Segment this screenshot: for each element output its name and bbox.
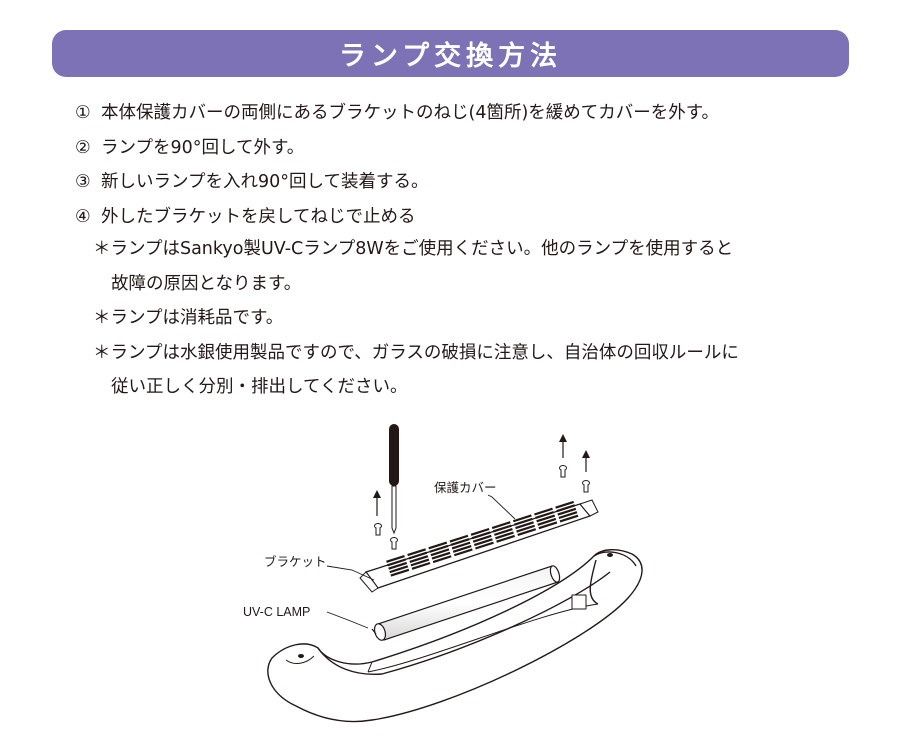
arrow-up-icon <box>582 450 590 472</box>
arrow-up-icon <box>373 490 381 516</box>
screw-icon <box>390 537 398 550</box>
grille-slot <box>538 521 558 530</box>
body-screw-hole-icon <box>298 654 304 658</box>
grille-slot <box>555 500 575 509</box>
note-line-continued: 故障の原因となります。 <box>111 273 302 294</box>
grille-slot <box>534 507 553 516</box>
grille-slot <box>449 534 469 543</box>
step-text: ランプを90°回して外す。 <box>101 137 305 158</box>
grille-slot <box>431 551 451 560</box>
grille-slot <box>556 504 576 513</box>
step-text: 外したブラケットを戻してねじで止める <box>101 206 416 227</box>
grille-slot <box>472 534 492 543</box>
uv-c-lamp <box>371 565 561 641</box>
step-1: ① 本体保護カバーの両側にあるブラケットのねじ(4箇所)を緩めてカバーを外す。 <box>75 96 875 131</box>
grille-slot <box>390 568 410 577</box>
step-2: ② ランプを90°回して外す。 <box>75 131 875 166</box>
grille-slot <box>407 548 427 557</box>
grille-slot <box>452 544 472 553</box>
grille-slot <box>558 511 578 520</box>
grille-slot <box>557 507 577 516</box>
grille-slot <box>386 555 405 563</box>
grille-slot <box>389 565 409 574</box>
grille-slot <box>516 524 536 533</box>
fixture-body <box>267 549 643 723</box>
notes-list: ＊ランプはSankyo製UV-Cランプ8Wをご使用ください。他のランプを使用する… <box>93 232 883 405</box>
body-screw-hole-icon <box>607 553 613 557</box>
screwdriver-icon <box>389 424 399 535</box>
lamp-replacement-diagram: 保護カバー ブラケット UV-C LAMP <box>243 424 643 723</box>
step-4: ④ 外したブラケットを戻してねじで止める <box>75 200 875 235</box>
label-protective-cover: 保護カバー <box>434 480 497 495</box>
note-line: ＊ランプは消耗品です。 <box>93 308 284 328</box>
step-3: ③ 新しいランプを入れ90°回して装着する。 <box>75 165 875 200</box>
note-consumable: ＊ランプは消耗品です。 <box>93 301 883 336</box>
grille-slot <box>492 524 512 533</box>
label-bracket: ブラケット <box>264 554 327 569</box>
grille-slot <box>475 541 494 550</box>
screw-icon <box>582 480 590 493</box>
grille-slot <box>495 531 514 540</box>
step-text: 本体保護カバーの両側にあるブラケットのねじ(4箇所)を緩めてカバーを外す。 <box>101 103 720 123</box>
screw-icon <box>374 523 382 536</box>
grille-slot <box>409 555 429 563</box>
note-lamp-spec: ＊ランプはSankyo製UV-Cランプ8Wをご使用ください。他のランプを使用する… <box>93 232 883 301</box>
step-text: 新しいランプを入れ90°回して装着する。 <box>101 172 429 192</box>
instruction-steps: ① 本体保護カバーの両側にあるブラケットのねじ(4箇所)を緩めてカバーを外す。 ②… <box>75 96 875 234</box>
grille-slot <box>432 555 452 564</box>
grille-slot <box>430 548 450 557</box>
page-title: ランプ交換方法 <box>338 41 563 72</box>
grille-slot <box>473 538 493 547</box>
grille-slot <box>535 511 554 519</box>
step-number: ③ <box>75 172 91 192</box>
note-line-continued: 従い正しく分別・排出してください。 <box>111 377 408 397</box>
grille-slot <box>450 538 470 547</box>
grille-slot <box>496 534 515 543</box>
grille-slot <box>514 517 533 526</box>
grille-slot <box>410 558 430 567</box>
label-uv-c-lamp: UV-C LAMP <box>243 605 310 619</box>
grille-slot <box>515 521 534 530</box>
grille-slot <box>537 517 557 526</box>
grille-slot <box>491 521 511 530</box>
leader-lines <box>326 494 516 629</box>
grille-slot <box>428 541 448 550</box>
grille-slot <box>387 558 406 567</box>
grille-slot <box>517 528 537 537</box>
grille-slot <box>512 514 532 523</box>
step-number: ④ <box>75 206 91 227</box>
grille-slot <box>388 561 408 570</box>
grille-slot <box>411 561 431 570</box>
grille-slot <box>559 514 579 523</box>
grille-slot <box>470 527 490 536</box>
note-mercury-disposal: ＊ランプは水銀使用製品ですので、ガラスの破損に注意し、自治体の回収ルールに 従い… <box>93 336 883 405</box>
grille-slot <box>536 514 556 523</box>
grille-slot <box>429 544 449 553</box>
step-number: ② <box>75 137 91 158</box>
title-banner: ランプ交換方法 <box>52 30 849 77</box>
step-number: ① <box>75 103 91 123</box>
grille-slot <box>494 528 513 536</box>
note-line: ＊ランプは水銀使用製品ですので、ガラスの破損に注意し、自治体の回収ルールに <box>93 342 739 363</box>
grille-slot <box>408 551 428 560</box>
screw-icon <box>559 465 567 478</box>
grille-slot <box>471 531 491 540</box>
protective-cover <box>359 499 599 593</box>
grille-slot <box>451 541 471 550</box>
note-line: ＊ランプはSankyo製UV-Cランプ8Wをご使用ください。他のランプを使用する… <box>93 239 734 259</box>
arrow-up-icon <box>559 434 567 458</box>
grille-slot <box>453 548 473 557</box>
